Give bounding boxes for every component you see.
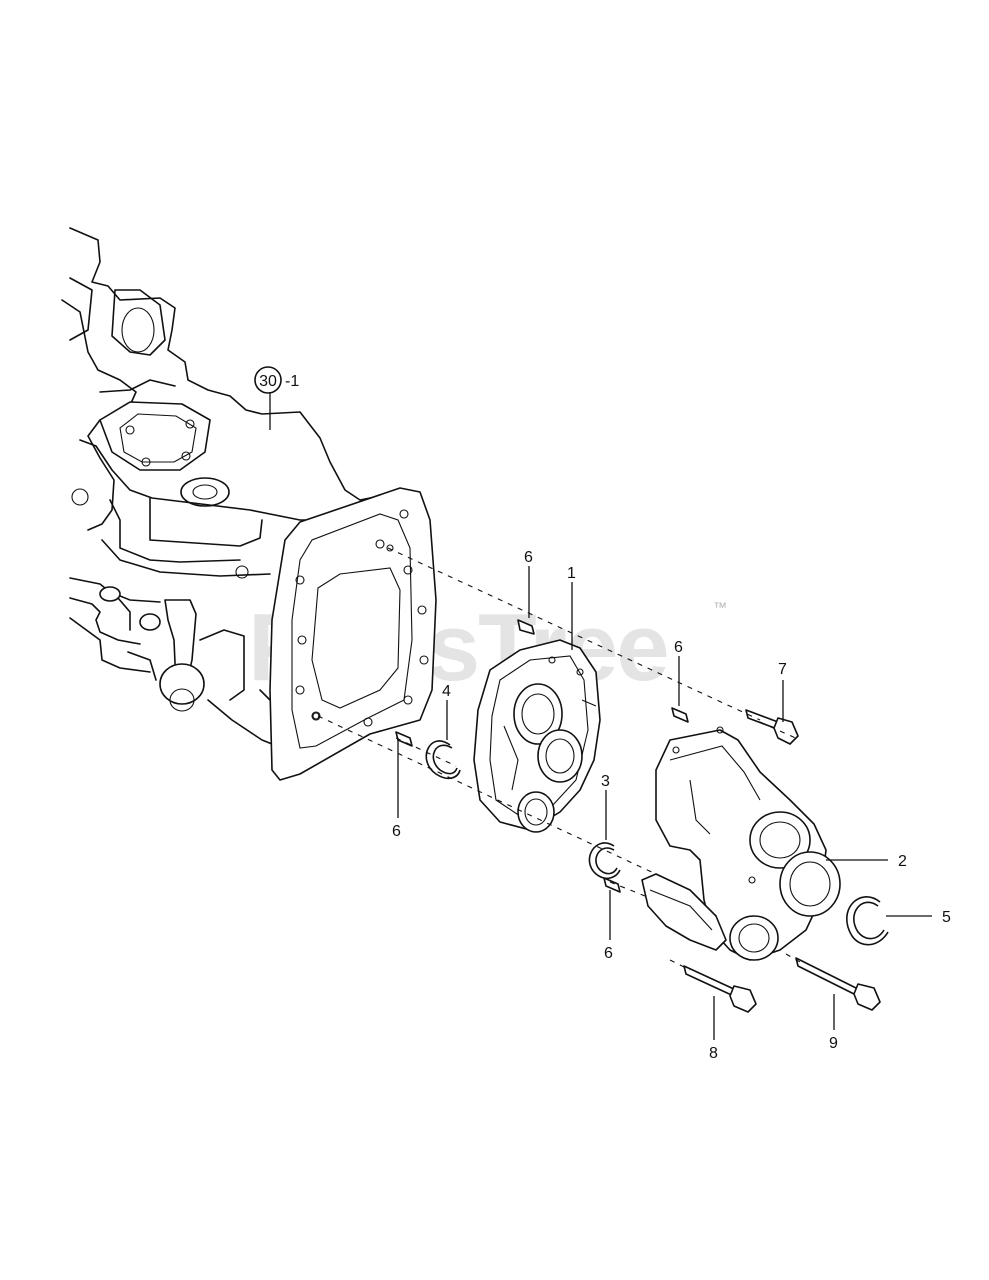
snap-ring-5 bbox=[846, 896, 889, 946]
callout-part-1: 1 bbox=[567, 565, 576, 582]
transmission-case bbox=[61, 227, 437, 781]
bolt-9 bbox=[795, 957, 881, 1011]
callout-assembly-suffix: -1 bbox=[285, 373, 299, 390]
callout-labels: 30 -1 6 1 6 7 4 3 6 2 5 6 8 9 bbox=[254, 366, 951, 1062]
callout-7: 7 bbox=[778, 661, 787, 678]
callout-5: 5 bbox=[942, 909, 951, 926]
callout-2: 2 bbox=[898, 853, 907, 870]
dowel-pins bbox=[395, 619, 689, 893]
callout-9: 9 bbox=[829, 1035, 838, 1052]
callout-6-left: 6 bbox=[392, 823, 401, 840]
callout-1: 6 bbox=[524, 549, 533, 566]
bolt-8 bbox=[683, 965, 757, 1013]
leader-lines bbox=[269, 392, 932, 1040]
callout-6-upper-right: 6 bbox=[674, 639, 683, 656]
callout-4: 4 bbox=[442, 683, 451, 700]
snap-ring-3 bbox=[588, 842, 621, 880]
watermark-trademark: ™ bbox=[713, 599, 727, 615]
assembly-axis-lines bbox=[317, 547, 801, 971]
callout-6-lower: 6 bbox=[604, 945, 613, 962]
callout-3: 3 bbox=[601, 773, 610, 790]
callout-assembly-ref: 30 bbox=[259, 373, 277, 390]
assembly-ref-circle bbox=[254, 366, 282, 394]
callout-8: 8 bbox=[709, 1045, 718, 1062]
gear-case bbox=[641, 726, 841, 961]
intermediate-plate bbox=[473, 639, 601, 833]
snap-ring-4 bbox=[425, 740, 461, 780]
